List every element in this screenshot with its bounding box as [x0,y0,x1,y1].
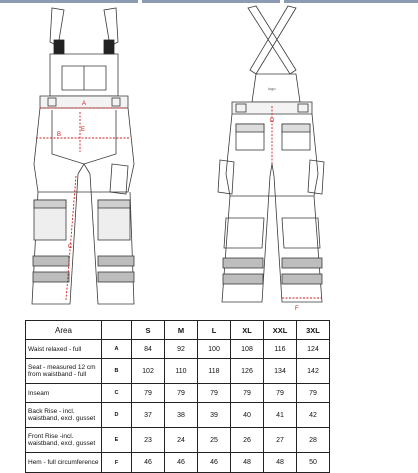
cell: 26 [230,427,264,453]
row-label: Seat - measured 12 cm from waistband - f… [25,358,102,384]
table-row: Hem - full circumference F 46 46 46 48 4… [25,452,330,473]
marker-d: D [270,118,275,124]
header-size-l: L [197,320,231,340]
cell: 25 [197,427,231,453]
header-code [101,320,132,340]
svg-text:logo: logo [268,86,276,91]
cell: 92 [164,339,198,359]
header-size-xl: XL [230,320,264,340]
back-view: logo [217,5,325,303]
marker-e: E [81,127,85,133]
table-row: Seat - measured 12 cm from waistband - f… [25,358,330,384]
cell: 110 [164,358,198,384]
size-chart-table: Area S M L XL XXL 3XL Waist relaxed - fu… [25,320,330,473]
measurement-markers: A B E C D F [57,101,299,312]
row-label: Inseam [25,383,102,403]
cell: 48 [230,452,264,473]
cell: 126 [230,358,264,384]
cell: 124 [296,339,330,359]
marker-f: F [295,306,299,312]
cell: 79 [296,383,330,403]
row-code: D [101,402,132,428]
front-view [31,7,135,305]
cell: 37 [131,402,165,428]
cell: 50 [296,452,330,473]
marker-a: A [82,101,86,107]
cell: 23 [131,427,165,453]
cell: 40 [230,402,264,428]
row-label: Hem - full circumference [25,452,102,473]
table-row: Waist relaxed - full A 84 92 100 108 116… [25,339,330,359]
cell: 38 [164,402,198,428]
marker-b: B [57,132,61,138]
cell: 46 [197,452,231,473]
cell: 108 [230,339,264,359]
cell: 79 [230,383,264,403]
header-size-s: S [131,320,165,340]
cell: 24 [164,427,198,453]
header-size-3xl: 3XL [296,320,330,340]
row-code: E [101,427,132,453]
cell: 134 [263,358,297,384]
header-size-m: M [164,320,198,340]
cell: 27 [263,427,297,453]
overalls-diagram: logo [31,5,325,312]
table-row: Inseam C 79 79 79 79 79 79 [25,383,330,403]
top-border [0,0,418,4]
header-row: Area S M L XL XXL 3XL [25,320,330,340]
cell: 28 [296,427,330,453]
cell: 41 [263,402,297,428]
cell: 46 [164,452,198,473]
row-code: A [101,339,132,359]
cell: 100 [197,339,231,359]
row-code: B [101,358,132,384]
cell: 79 [263,383,297,403]
cell: 84 [131,339,165,359]
row-code: C [101,383,132,403]
cell: 79 [164,383,198,403]
row-label: Back Rise - incl. waistband, excl. gusse… [25,402,102,428]
cell: 142 [296,358,330,384]
cell: 116 [263,339,297,359]
marker-c: C [68,244,73,250]
cell: 39 [197,402,231,428]
header-area: Area [25,320,102,340]
table-row: Front Rise -incl. waistband, excl. gusse… [25,427,330,453]
cell: 48 [263,452,297,473]
row-label: Waist relaxed - full [25,339,102,359]
cell: 42 [296,402,330,428]
row-code: F [101,452,132,473]
cell: 79 [197,383,231,403]
table-row: Back Rise - incl. waistband, excl. gusse… [25,402,330,428]
cell: 118 [197,358,231,384]
cell: 79 [131,383,165,403]
header-size-xxl: XXL [263,320,297,340]
measurement-lines [36,106,322,301]
row-label: Front Rise -incl. waistband, excl. gusse… [25,427,102,453]
cell: 102 [131,358,165,384]
cell: 46 [131,452,165,473]
